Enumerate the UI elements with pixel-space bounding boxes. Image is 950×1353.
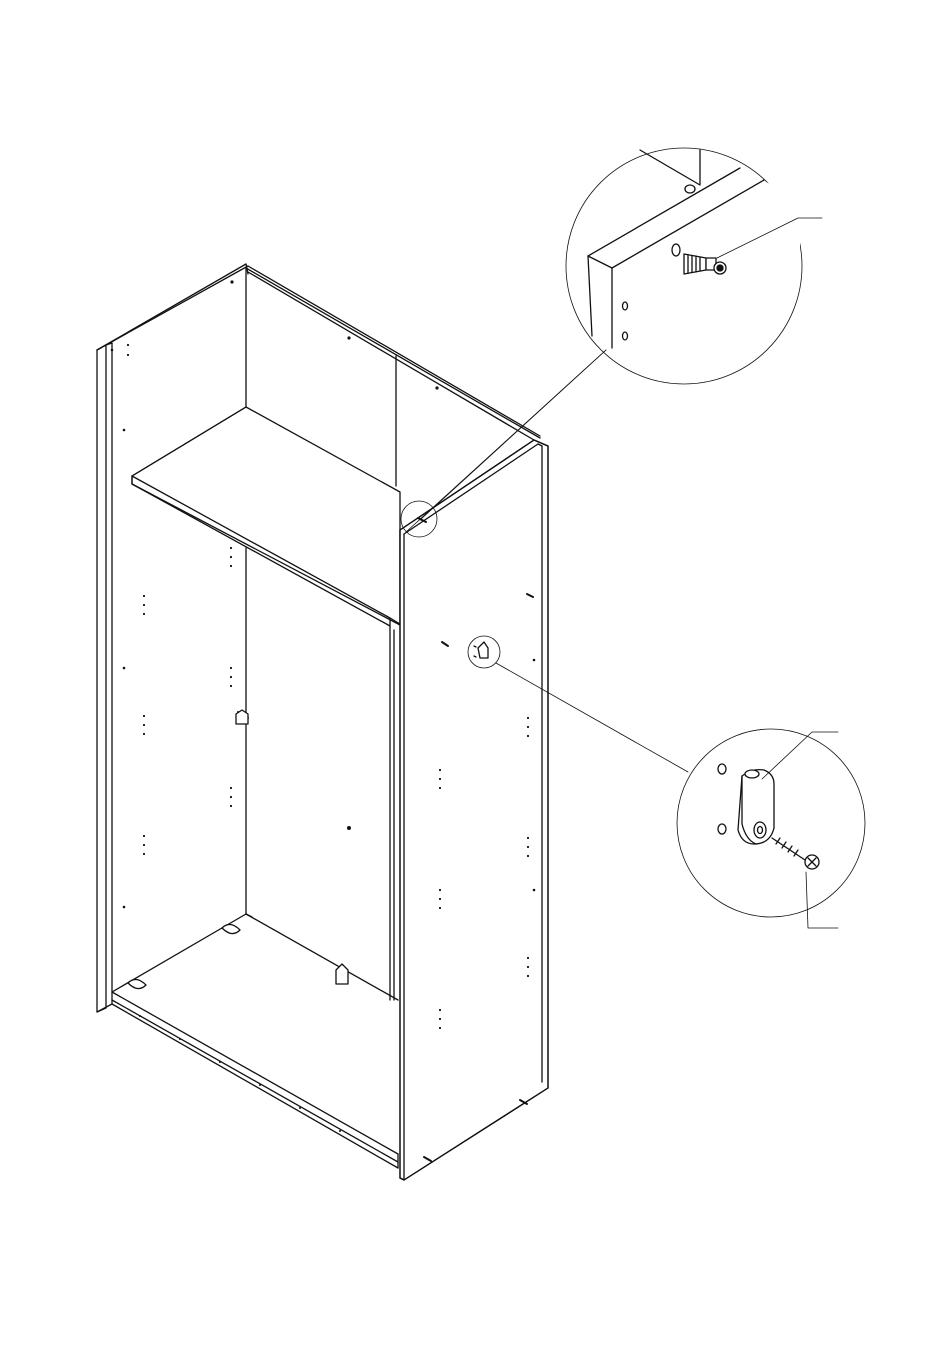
- detail-panel-corner: [588, 150, 800, 348]
- rail-bracket-icon: [738, 770, 774, 844]
- callout-pointer-screw: [806, 872, 838, 928]
- callout-top-corner: [401, 148, 822, 537]
- right-side-panel: [390, 440, 548, 1180]
- bottom-panel: [112, 914, 398, 1168]
- screw-icon: [772, 838, 819, 869]
- wardrobe-carcass: [97, 264, 548, 1180]
- carcass-brackets: [128, 710, 348, 989]
- shelf: [132, 407, 400, 626]
- callout-pointer-bracket: [762, 732, 838, 779]
- left-side-panel: [97, 264, 248, 1012]
